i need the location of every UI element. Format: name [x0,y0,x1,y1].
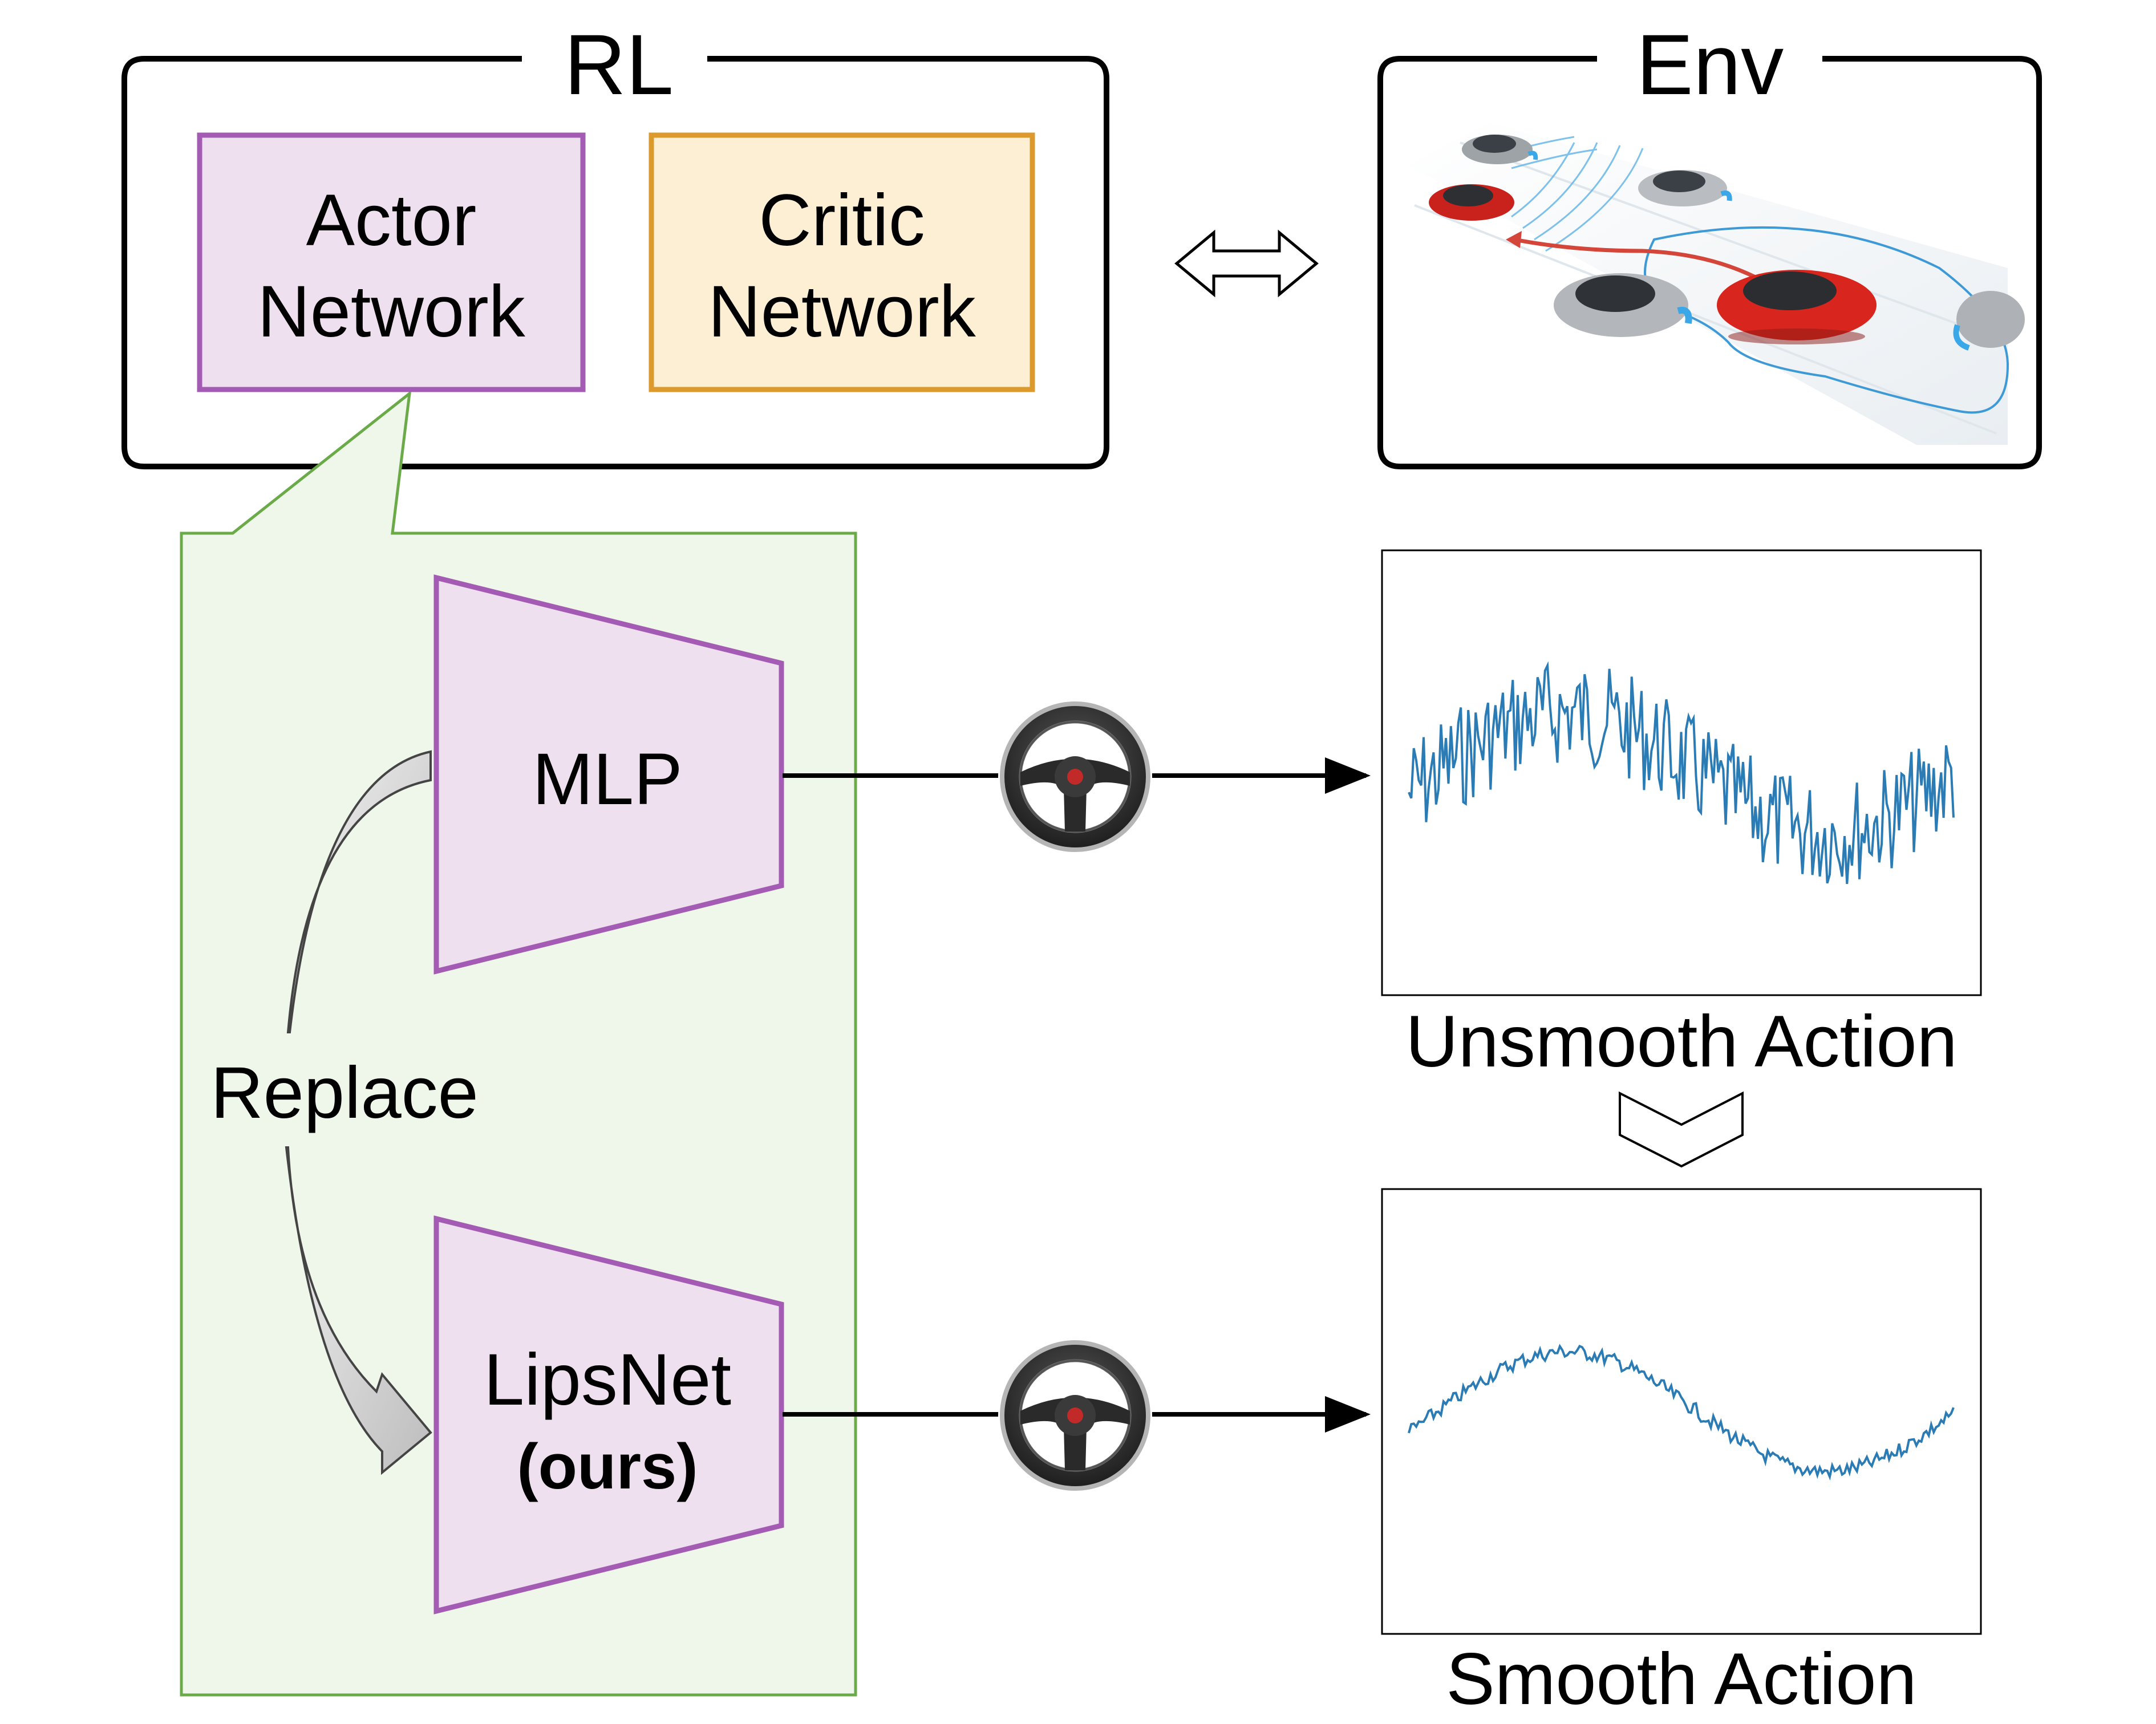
actor-label-line2: Network [257,271,525,352]
mlp-block: MLP [433,574,784,975]
car-gray-right [1953,291,2025,351]
critic-label-line2: Network [708,271,976,352]
chevron-down-icon [1619,1091,1744,1168]
rl-group: RL [121,17,1109,469]
steering-wheel-icon [998,700,1152,854]
lipsnet-block: LipsNet (ours) [433,1215,784,1615]
car-gray-front [1554,273,1692,337]
smooth-caption: Smooth Action [1446,1638,1916,1720]
lipsnet-label-line2: (ours) [517,1431,698,1502]
car-red-left [1429,184,1514,221]
smooth-action-plot: Smooth Action [1381,1188,1982,1720]
rl-group-frame [121,56,1109,469]
car-gray-far [1462,135,1538,164]
car-gray-mid [1638,170,1732,206]
replace-arrow: Replace [210,750,479,1475]
critic-network-box: Critic Network [649,132,1035,392]
actor-label-line1: Actor [306,180,477,261]
env-group-frame [1377,56,2042,469]
actor-network-box: Actor Network [197,132,586,392]
lipsnet-label-line1: LipsNet [484,1339,731,1421]
replace-label: Replace [210,1052,479,1134]
rl-group-title: RL [564,17,674,112]
steering-wheel-icon [998,1338,1152,1492]
unsmooth-signal-line [1408,661,1955,885]
unsmooth-caption: Unsmooth Action [1405,1001,1958,1082]
smooth-signal-line [1408,1344,1955,1480]
double-arrow-icon [1174,229,1319,298]
car-lane-change-illustration [1409,123,2025,445]
critic-label-line1: Critic [759,180,925,261]
car-red-ego [1717,270,1877,344]
env-group-title: Env [1636,17,1784,112]
env-group: Env [1377,17,2042,469]
mlp-label: MLP [532,739,682,820]
unsmooth-action-plot: Unsmooth Action [1381,549,1982,1082]
